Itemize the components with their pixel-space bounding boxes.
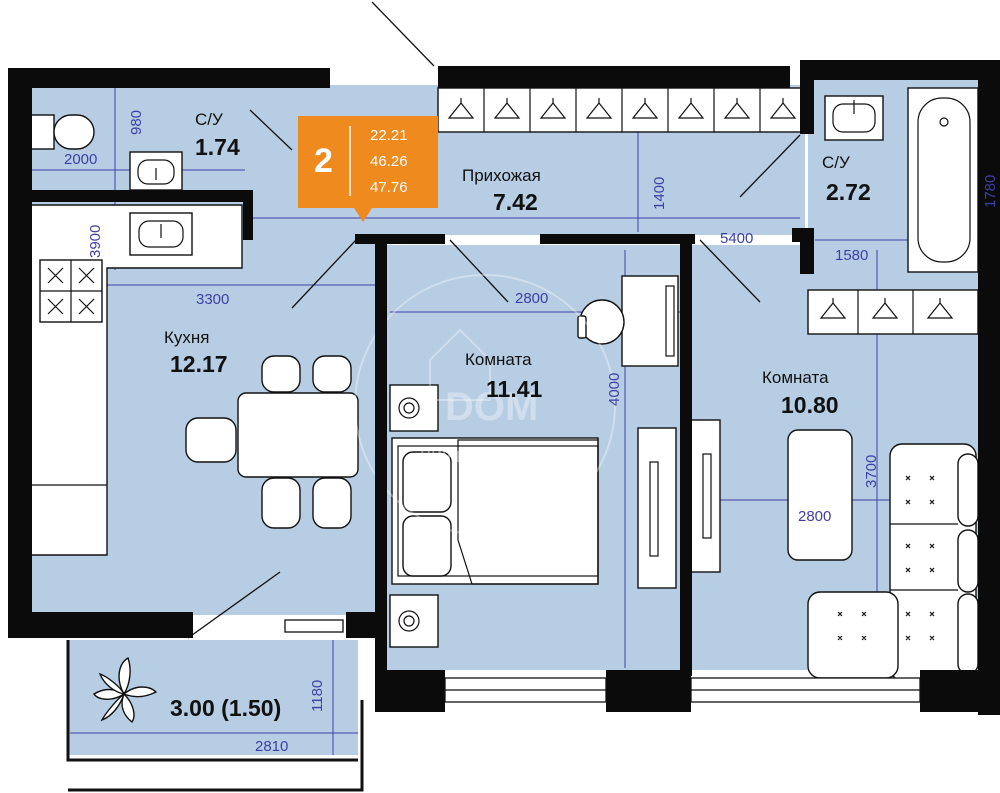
dimension-label: 2810 (255, 738, 288, 755)
badge-total-with-balcony: 47.76 (370, 179, 408, 196)
bathroom-sink-icon (824, 95, 884, 141)
windows (284, 619, 921, 703)
apartment-badge: 2 22.21 46.26 47.76 (298, 116, 438, 222)
room-area-right: 10.80 (781, 392, 839, 418)
dimension-label: 4000 (606, 373, 623, 406)
dining-table-icon (185, 355, 359, 529)
dimension-label: 2800 (798, 508, 831, 525)
dimension-labels: 980 2000 3900 3300 1400 5400 1780 1580 2… (64, 110, 999, 755)
room-area-bathroom-right: 2.72 (826, 179, 871, 205)
sink-icon (129, 151, 183, 191)
room-wardrobe-icon (807, 289, 979, 335)
door-kitchen (291, 239, 357, 309)
nightstand-icon (389, 384, 439, 648)
room-labels: С/У 1.74 Прихожая 7.42 С/У 2.72 Кухня 12… (164, 110, 871, 721)
room-name-bathroom-left: С/У (195, 110, 223, 129)
dimension-label: 980 (128, 110, 145, 135)
dimension-label: 1180 (309, 680, 326, 712)
furniture (29, 87, 979, 724)
badge-living-area: 22.21 (370, 127, 408, 144)
room-area-bathroom-left: 1.74 (195, 134, 240, 160)
room-area-kitchen: 12.17 (170, 351, 228, 377)
room-name-hallway: Прихожая (462, 166, 541, 185)
badge-room-count: 2 (314, 142, 333, 180)
door-bathroom-left (249, 109, 293, 151)
door-bathroom-right (739, 134, 801, 198)
door-swings (187, 1, 801, 639)
dimension-label: 5400 (720, 230, 753, 247)
dimension-label: 2800 (515, 290, 548, 307)
dimension-label: 3900 (87, 225, 104, 258)
bed-icon (391, 437, 599, 585)
dimension-label: 3700 (863, 455, 880, 488)
dimension-label: 1400 (651, 177, 668, 210)
tv-icon (637, 419, 721, 589)
wardrobe-icon (437, 87, 807, 133)
window-kitchen (284, 619, 344, 633)
watermark: DOM нижинвест (354, 274, 616, 536)
badge-total-area: 46.26 (370, 153, 408, 170)
plant-icon (93, 656, 158, 724)
watermark-subtitle: нижинвест (420, 445, 519, 467)
coffee-table-icon (787, 429, 853, 561)
dimension-label: 2000 (64, 151, 97, 168)
stove-icon (39, 259, 103, 323)
door-room-right (699, 239, 761, 303)
dimension-label: 3300 (196, 291, 229, 308)
bathtub-icon (907, 87, 979, 273)
watermark-title: DOM (445, 385, 538, 429)
room-name-bathroom-right: С/У (822, 153, 850, 172)
door-balcony (187, 571, 281, 639)
balcony-railing (66, 640, 364, 792)
toilet-icon (29, 114, 95, 150)
room-area-hallway: 7.42 (493, 189, 538, 215)
room-area-balcony: 3.00 (1.50) (170, 695, 281, 721)
room-name-middle: Комната (465, 350, 532, 369)
room-name-kitchen: Кухня (164, 328, 210, 347)
door-entrance (371, 1, 435, 67)
walls (8, 60, 1000, 715)
desk-icon (577, 275, 679, 367)
door-room-middle (449, 239, 509, 303)
room-area-middle: 11.41 (486, 376, 542, 402)
room-name-right: Комната (762, 368, 829, 387)
kitchen-counter (29, 204, 243, 556)
dimension-label: 1780 (982, 175, 999, 208)
dimension-label: 1580 (835, 247, 868, 264)
